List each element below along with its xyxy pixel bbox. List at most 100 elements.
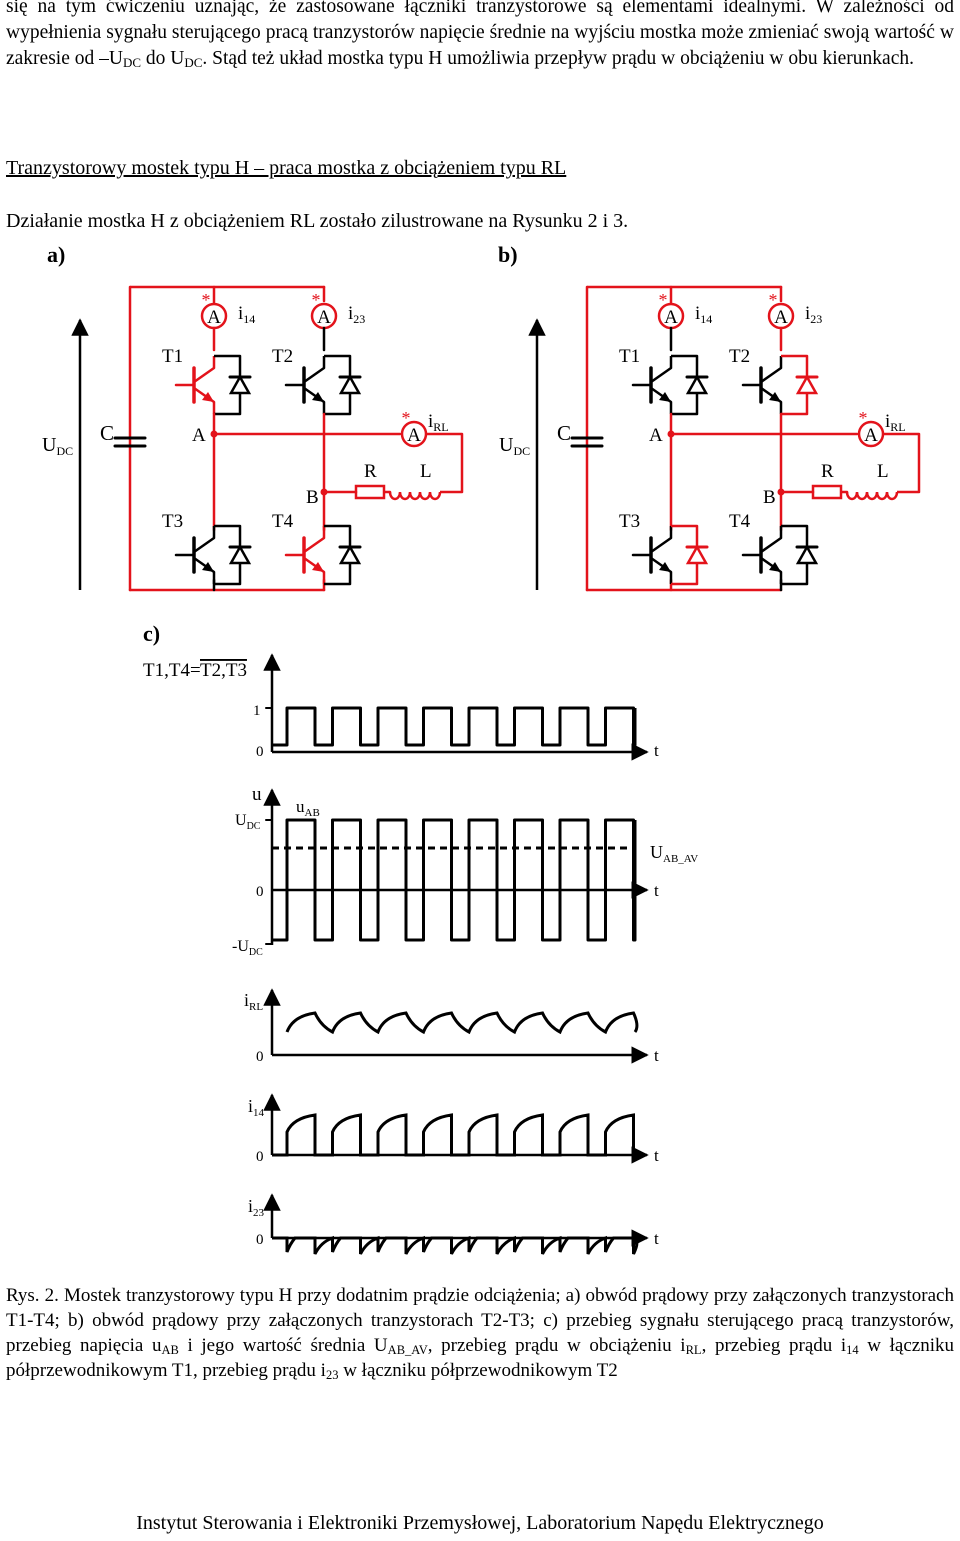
- ammeter-iRL-polarity-star: *: [402, 408, 411, 428]
- label-iRL-main: i: [885, 411, 890, 432]
- transistor-T3-collector: [650, 526, 673, 554]
- load-wire: [426, 432, 464, 494]
- transistor-T4: [284, 524, 362, 586]
- ammeter-iRL-letter: A: [407, 425, 421, 446]
- label-i14: i14: [238, 303, 255, 326]
- transistor-T3-diode-wire: [214, 524, 242, 546]
- tick-minus-udc: -UDC: [232, 938, 263, 958]
- transistor-T1-diode-wire: [671, 394, 699, 416]
- label-t: t: [654, 1146, 659, 1165]
- transistor-T1-diode-wire: [214, 394, 242, 416]
- transistor-T1-collector: [650, 356, 673, 384]
- i14-waveform: [272, 1113, 635, 1157]
- transistor-T3-diode-wire: [671, 564, 699, 586]
- transistor-T4-diode-wire: [324, 524, 352, 546]
- transistor-T2-emitter-arrow: [312, 392, 324, 402]
- transistor-T1-emitter-arrow: [202, 392, 214, 402]
- label-T2: T2: [272, 346, 293, 367]
- udc-label: UDC: [499, 434, 530, 458]
- transistor-T4-emitter-arrow: [769, 562, 781, 572]
- transistor-T3-diode-wire: [671, 524, 699, 546]
- ammeter-i14-letter: A: [207, 307, 221, 328]
- subscript: RL: [685, 1343, 702, 1357]
- ctrl-label-bar: T2,T3: [200, 660, 247, 681]
- load-wire: [883, 432, 921, 494]
- tick-0: 0: [256, 744, 264, 760]
- panel-label-b: b): [498, 242, 518, 267]
- label-i23-main: i: [348, 303, 353, 324]
- transistor-T4-emitter-arrow: [312, 562, 324, 572]
- label-iRL: iRL: [428, 411, 449, 434]
- subscript: 14: [846, 1343, 859, 1357]
- panel-label-a: a): [47, 242, 65, 267]
- label-R: R: [364, 461, 377, 482]
- transistor-T1-diode: [228, 374, 252, 395]
- transistor-T4-diode: [795, 544, 819, 565]
- udc-label-sub: DC: [513, 444, 530, 458]
- transistor-T2-diode: [795, 374, 819, 395]
- transistor-T2-emitter-arrow: [769, 392, 781, 402]
- section-heading: Tranzystorowy mostek typu H – praca most…: [6, 157, 567, 179]
- transistor-T1-diode-wire: [214, 354, 242, 376]
- transistor-T4-diode-wire: [781, 564, 809, 586]
- transistor-T1-diode-wire: [671, 354, 699, 376]
- paragraph-intro: się na tym ćwiczeniu uznając, że zastoso…: [6, 0, 954, 72]
- transistor-T3: [631, 524, 709, 586]
- label-uab-av-main: U: [650, 842, 663, 862]
- label-i14: i14: [695, 303, 712, 326]
- label-t: t: [654, 881, 659, 900]
- transistor-T2-collector: [760, 356, 783, 384]
- label-i14-main: i: [695, 303, 700, 324]
- label-t: t: [654, 741, 659, 760]
- transistor-T4: [741, 524, 819, 586]
- label-T4: T4: [729, 511, 751, 532]
- label-t: t: [654, 1046, 659, 1065]
- caption-text: w łączniku półprzewodnikowym T2: [338, 1360, 618, 1381]
- ammeter-i23-polarity-star: *: [312, 290, 321, 310]
- label-T2: T2: [729, 346, 750, 367]
- transistor-T3-diode: [685, 544, 709, 565]
- ammeter-i14-polarity-star: *: [659, 290, 668, 310]
- label-u: u: [252, 784, 262, 805]
- resistor-R: [811, 484, 843, 500]
- subscript: DC: [184, 55, 203, 70]
- udc-label-main: U: [42, 434, 57, 456]
- tick-udc: UDC: [235, 812, 261, 832]
- label-i23-wave-main: i: [248, 1196, 253, 1216]
- ammeter-i23-letter: A: [774, 307, 788, 328]
- transistor-T1: [174, 354, 252, 416]
- label-uab-sub: AB: [305, 807, 320, 819]
- transistor-T3-emitter-arrow: [202, 562, 214, 572]
- panel-label-c: c): [143, 621, 160, 646]
- uab-waveform: [272, 818, 637, 942]
- transistor-T3: [174, 524, 252, 586]
- tick-0: 0: [256, 1049, 264, 1065]
- transistor-T3-diode-wire: [214, 564, 242, 586]
- paragraph-text: do U: [141, 48, 185, 69]
- figure-caption: Rys. 2. Mostek tranzystorowy typu H przy…: [6, 1283, 954, 1383]
- label-uab-av-sub: AB_AV: [663, 853, 698, 865]
- transistor-T3-emitter-arrow: [659, 562, 671, 572]
- label-i23-sub: 23: [810, 312, 822, 326]
- label-L: L: [420, 461, 432, 482]
- page-footer: Instytut Sterowania i Elektroniki Przemy…: [136, 1512, 824, 1534]
- tick-minus-udc-sub: DC: [249, 947, 263, 958]
- inductor-L: [845, 491, 899, 501]
- label-R: R: [821, 461, 834, 482]
- caption-text: , przebieg prądu i: [701, 1335, 847, 1356]
- udc-label-sub: DC: [56, 444, 73, 458]
- transistor-T4-collector: [303, 526, 326, 554]
- transistor-T1: [631, 354, 709, 416]
- transistor-T4-diode-wire: [781, 524, 809, 546]
- label-T3: T3: [619, 511, 640, 532]
- ammeter-i14-letter: A: [664, 307, 678, 328]
- tick-0: 0: [256, 1149, 264, 1165]
- udc-label: UDC: [42, 434, 73, 458]
- label-i14-wave: i14: [248, 1096, 265, 1119]
- transistor-T3-diode: [228, 544, 252, 565]
- capacitor-label: C: [557, 421, 571, 445]
- label-i14-main: i: [238, 303, 243, 324]
